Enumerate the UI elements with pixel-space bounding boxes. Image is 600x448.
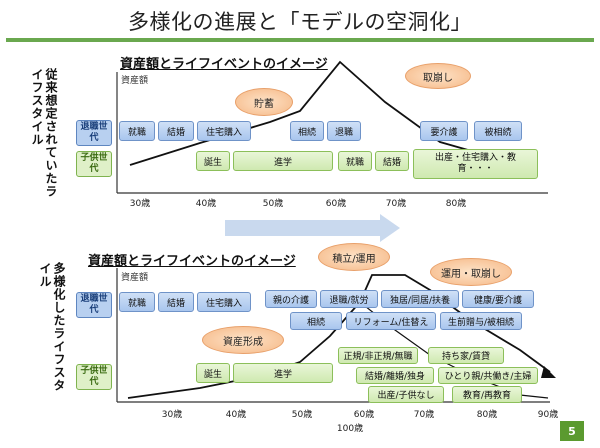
bottom-bubble-invest-drawdown: 運用・取崩し [430,258,512,286]
bottom-bubble-accumulate: 積立/運用 [318,243,390,271]
bottom-bubble-asset-formation: 資産形成 [202,326,284,354]
top-event-be-inherited: 被相続 [474,121,522,141]
transition-arrow [225,214,400,242]
bottom-event-marriage: 結婚 [158,292,194,312]
bottom-side-label: 多様化したライフスタイル [38,262,66,392]
top-tick-60: 60歳 [325,199,347,209]
bottom-event-reform: リフォーム/住替え [346,312,436,330]
bottom-event-health-care: 健康/要介護 [462,290,534,308]
top-event-retire: 退職 [327,121,361,141]
top-section-title: 資産額とライフイベントのイメージ [120,57,328,72]
bottom-event-parent-care: 親の介護 [265,290,317,308]
page-title: 多様化の進展と「モデルの空洞化」 [128,10,472,34]
bottom-curve-arrowhead [541,366,556,378]
bottom-tick-100: 100歳 [336,424,364,434]
bottom-event-living: 独居/同居/扶養 [381,290,459,308]
top-tick-80: 80歳 [445,199,467,209]
top-axis-label: 資産額 [121,76,149,86]
page-number: 5 [560,421,584,441]
bottom-child-education: 教育/再教育 [452,386,522,403]
bottom-tick-30: 30歳 [161,410,183,420]
bottom-child-birth: 誕生 [196,363,230,383]
top-tick-50: 50歳 [262,199,284,209]
bottom-axis-label: 資産額 [121,273,149,283]
top-event-care: 要介護 [420,121,468,141]
bottom-child-family-type: ひとり親/共働き/主婦 [438,367,538,384]
top-tick-30: 30歳 [129,199,151,209]
top-bubble-saving: 貯蓄 [235,88,293,116]
bottom-child-employment: 正規/非正規/無職 [338,347,418,364]
top-child-marriage: 結婚 [375,151,409,171]
top-tick-70: 70歳 [385,199,407,209]
bottom-event-retire-work: 退職/就労 [320,290,378,308]
bottom-retire-gen: 退職世代 [76,292,112,318]
top-event-marriage: 結婚 [158,121,194,141]
top-retire-gen: 退職世代 [76,120,112,146]
bottom-event-inherit: 相続 [290,312,342,330]
bottom-tick-70: 70歳 [413,410,435,420]
bottom-child-gen: 子供世代 [76,364,112,390]
bottom-event-job: 就職 [119,292,155,312]
top-child-birth-house-edu: 出産・住宅購入・教育・・・ [413,149,538,179]
top-child-birth: 誕生 [196,151,230,171]
title-rule [6,38,594,42]
bottom-tick-40: 40歳 [225,410,247,420]
top-event-house: 住宅購入 [197,121,251,141]
top-event-job: 就職 [119,121,155,141]
top-child-gen: 子供世代 [76,151,112,177]
bottom-child-marital: 結婚/離婚/独身 [356,367,434,384]
bottom-event-house: 住宅購入 [197,292,251,312]
top-child-school: 進学 [233,151,333,171]
bottom-child-school: 進学 [233,363,333,383]
bottom-tick-90: 90歳 [537,410,559,420]
bottom-tick-50: 50歳 [291,410,313,420]
top-side-label: 従来想定されていたライフスタイル [30,68,58,198]
bottom-event-gift: 生前贈与/被相続 [440,312,522,330]
top-tick-40: 40歳 [195,199,217,209]
bottom-section-title: 資産額とライフイベントのイメージ [88,254,296,269]
top-event-inherit: 相続 [290,121,324,141]
bottom-child-housing: 持ち家/賃貸 [428,347,504,364]
bottom-tick-60: 60歳 [353,410,375,420]
top-child-job: 就職 [338,151,372,171]
top-bubble-drawdown: 取崩し [405,63,471,89]
bottom-child-children: 出産/子供なし [368,386,444,403]
bottom-tick-80: 80歳 [476,410,498,420]
